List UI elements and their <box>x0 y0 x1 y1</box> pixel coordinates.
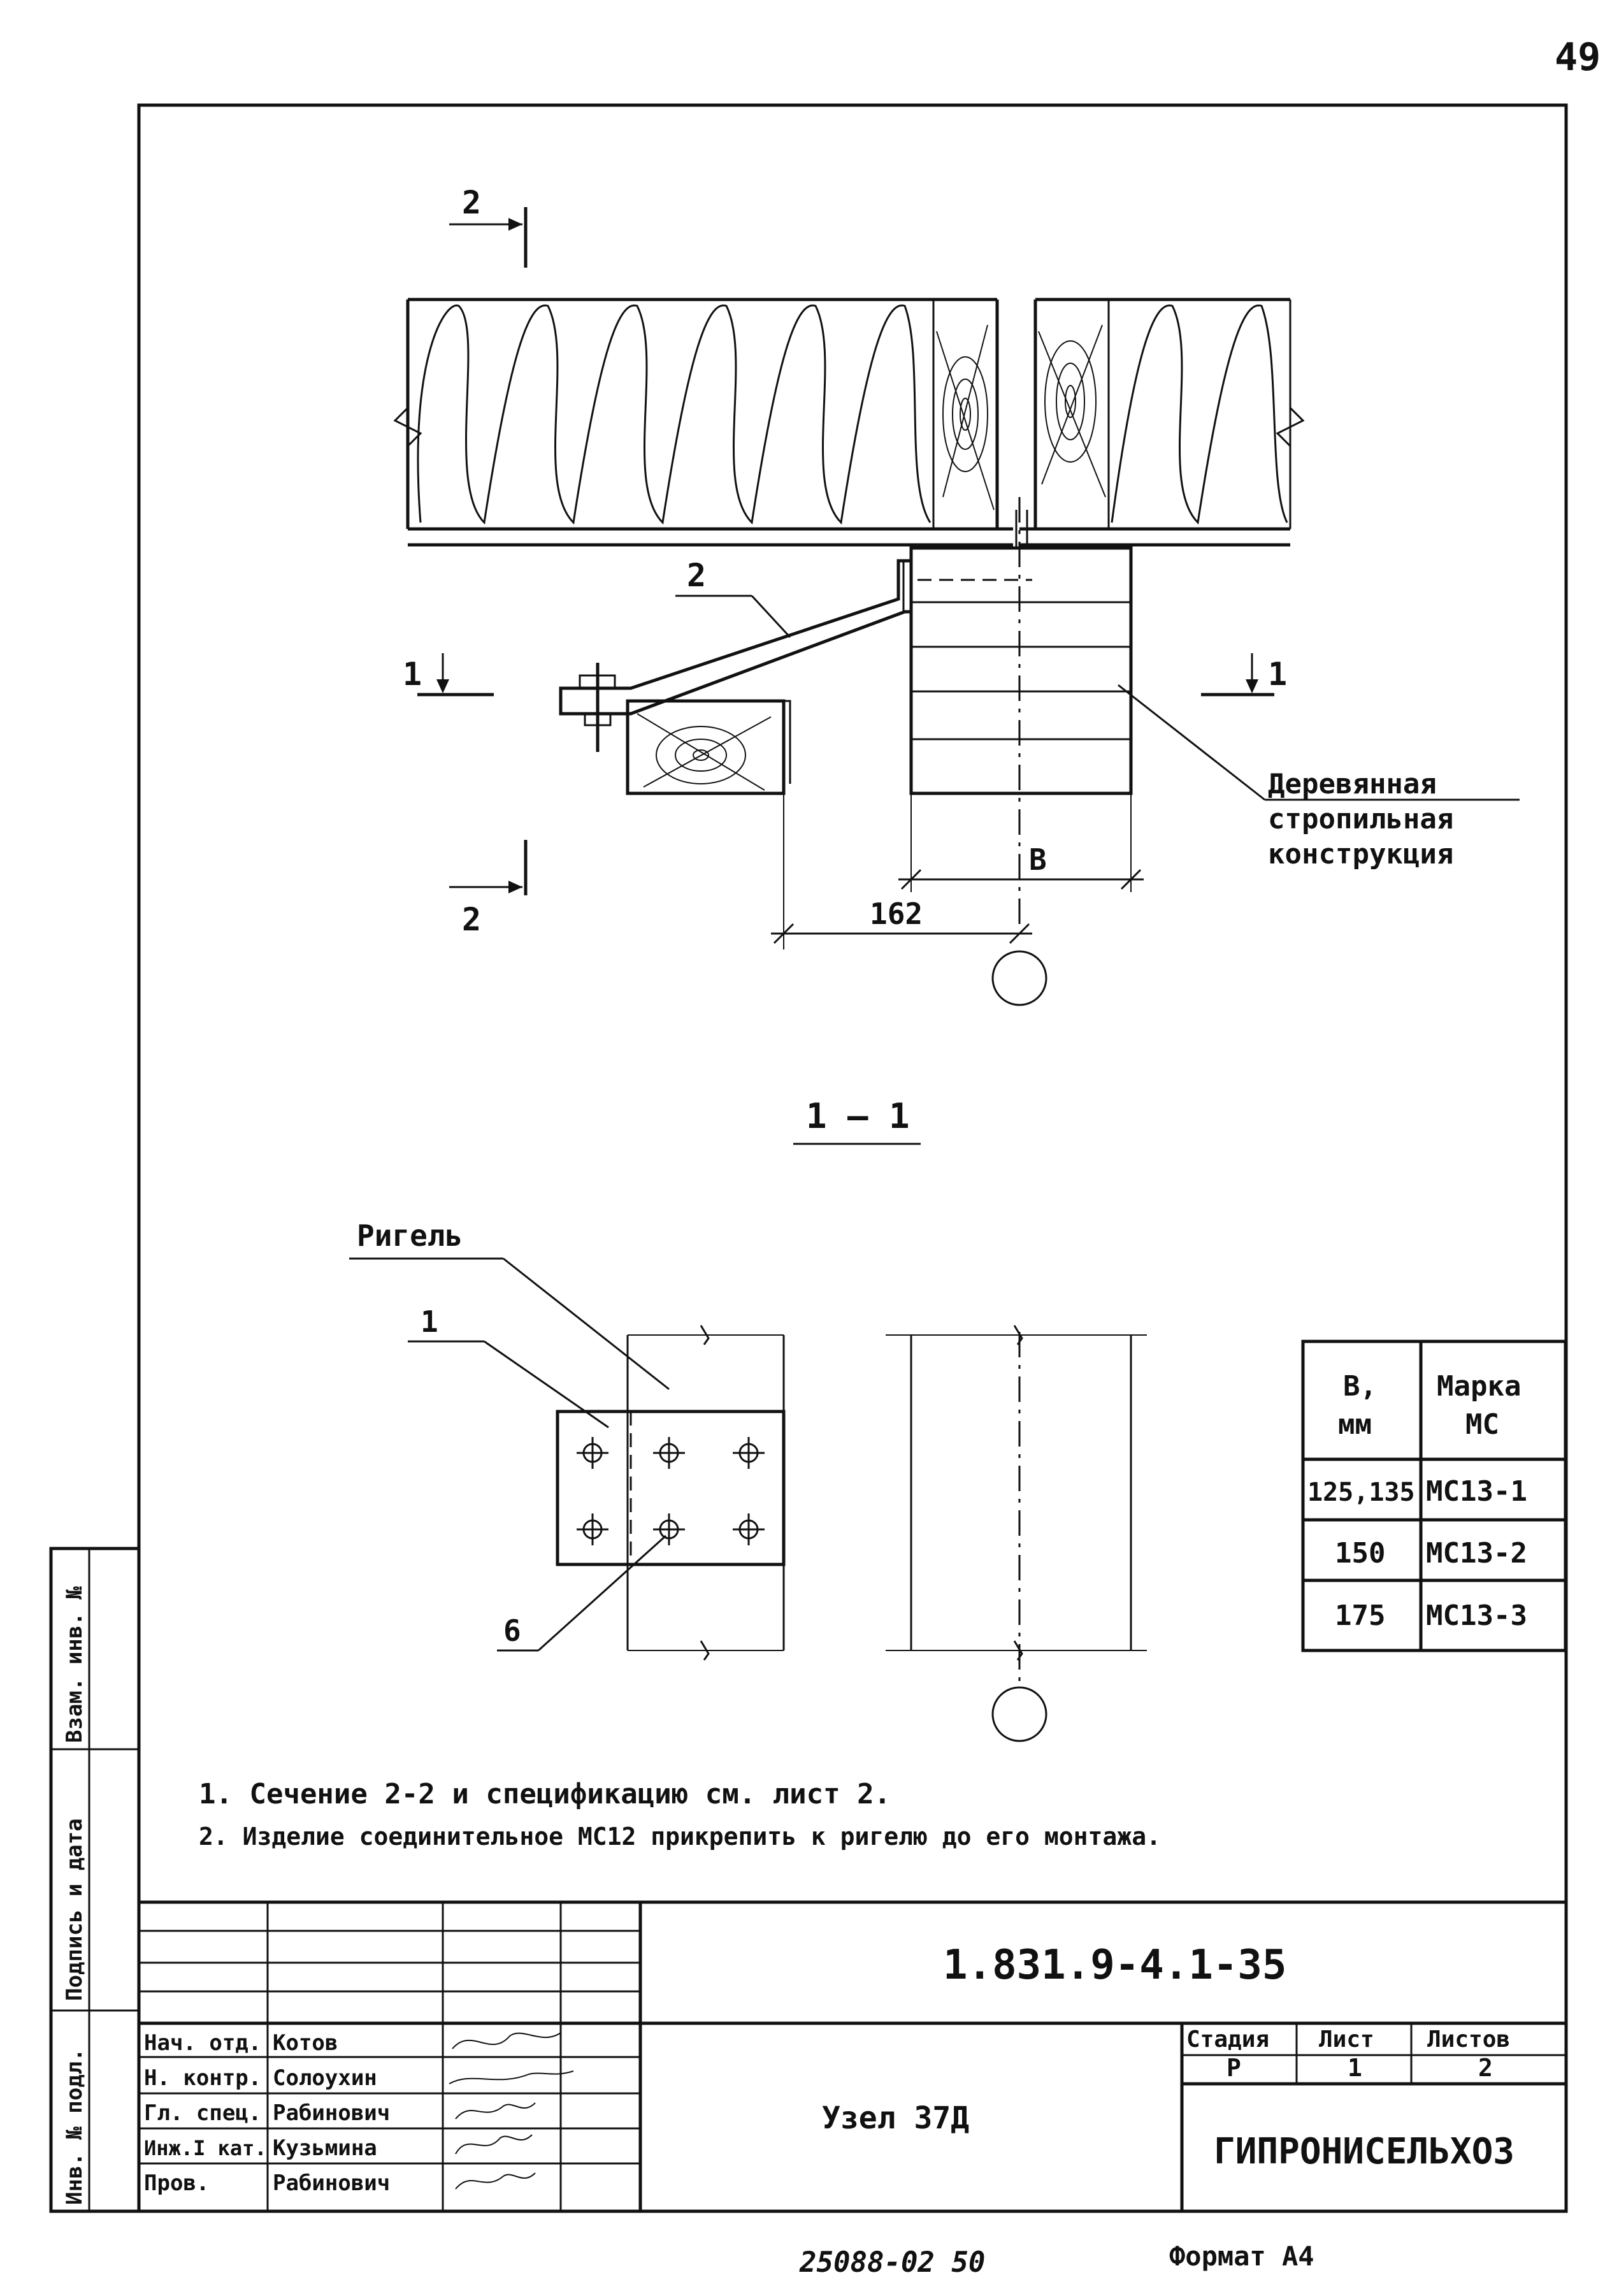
section-mark-right: 1 <box>1201 653 1287 697</box>
organization: ГИПРОНИСЕЛЬХОЗ <box>1214 2131 1515 2172</box>
axis-marker-bottom <box>991 1686 1047 1742</box>
svg-text:Н. контр.: Н. контр. <box>144 2065 261 2091</box>
callout-6: 6 <box>497 1534 667 1652</box>
svg-text:2: 2 <box>462 901 481 938</box>
svg-text:конструкция: конструкция <box>1268 838 1453 870</box>
svg-text:1: 1 <box>403 656 422 693</box>
girder-beam <box>626 699 791 795</box>
svg-text:МС13-3: МС13-3 <box>1426 1599 1527 1632</box>
svg-text:1: 1 <box>421 1304 438 1339</box>
section-mark-top: 2 <box>449 184 528 268</box>
svg-text:Пров.: Пров. <box>144 2170 209 2196</box>
label-wooden-structure: Деревянная стропильная конструкция <box>1118 684 1520 870</box>
callout-2: 2 <box>675 557 791 639</box>
spec-row: 175 <box>1335 1599 1385 1632</box>
svg-text:2: 2 <box>687 557 706 594</box>
svg-text:Взам. инв. №: Взам. инв. № <box>62 1586 87 1743</box>
format-label: Формат А4 <box>1169 2241 1314 2272</box>
svg-text:2: 2 <box>462 184 481 221</box>
side-stamp: Инв. № подл. Подпись и дата Взам. инв. № <box>49 1547 141 2213</box>
svg-text:стропильная: стропильная <box>1268 803 1453 835</box>
dimension-b: B <box>898 790 1144 892</box>
section-1-1-title: 1 – 1 <box>793 1096 921 1145</box>
svg-text:Р: Р <box>1227 2054 1241 2082</box>
axis-marker-top <box>991 950 1047 1006</box>
signature-marks <box>449 2032 574 2190</box>
insulated-roof-panel <box>393 298 1305 548</box>
drawing-title: Узел 37Д <box>822 2100 969 2136</box>
svg-text:Деревянная: Деревянная <box>1268 768 1437 800</box>
svg-text:Стадия: Стадия <box>1186 2026 1269 2053</box>
svg-text:Котов: Котов <box>273 2030 338 2056</box>
note-1: 1. Сечение 2-2 и спецификацию см. лист 2… <box>199 1778 891 1810</box>
spec-header-b: B, <box>1343 1370 1377 1403</box>
svg-text:1: 1 <box>1348 2054 1362 2082</box>
spec-header-mark: Марка <box>1437 1370 1521 1403</box>
svg-text:Подпись и дата: Подпись и дата <box>62 1818 87 2001</box>
callout-1: 1 <box>408 1304 609 1429</box>
svg-text:Инж.I кат.: Инж.I кат. <box>144 2136 267 2160</box>
svg-text:2: 2 <box>1478 2054 1493 2082</box>
svg-text:1 – 1: 1 – 1 <box>806 1096 910 1136</box>
page-number: 49 <box>1555 35 1601 80</box>
svg-text:162: 162 <box>870 897 923 931</box>
svg-text:Ригель: Ригель <box>357 1218 463 1253</box>
plan-girder <box>556 1325 786 1661</box>
svg-text:МС13-1: МС13-1 <box>1426 1475 1527 1508</box>
section-mark-bottom: 2 <box>449 840 528 938</box>
svg-text:Лист: Лист <box>1319 2026 1374 2053</box>
spec-row: 150 <box>1335 1537 1385 1570</box>
dimension-162: 162 <box>771 793 1032 949</box>
title-block: 1.831.9-4.1-35 Узел 37Д Нач. отд. Котов … <box>137 1900 1568 2213</box>
svg-text:Нач. отд.: Нач. отд. <box>144 2030 261 2056</box>
svg-text:Инв. № подл.: Инв. № подл. <box>62 2048 87 2205</box>
section-mark-left: 1 <box>403 653 494 697</box>
svg-text:Солоухин: Солоухин <box>273 2065 377 2091</box>
label-girder: Ригель <box>349 1218 670 1390</box>
inventory-number: 25088-02 50 <box>799 2246 985 2279</box>
svg-text:Гл. спец.: Гл. спец. <box>144 2100 261 2126</box>
svg-text:Рабинович: Рабинович <box>273 2170 390 2196</box>
connection-bracket <box>559 559 913 752</box>
document-code: 1.831.9-4.1-35 <box>943 1942 1286 1989</box>
svg-text:Кузьмина: Кузьмина <box>273 2135 377 2161</box>
svg-text:Листов: Листов <box>1427 2026 1510 2053</box>
svg-text:МС13-2: МС13-2 <box>1426 1537 1527 1570</box>
svg-text:Рабинович: Рабинович <box>273 2100 390 2126</box>
svg-text:1: 1 <box>1268 656 1287 693</box>
note-2: 2. Изделие соединительное МС12 прикрепит… <box>199 1823 1161 1851</box>
svg-text:6: 6 <box>503 1614 521 1648</box>
sheet-frame <box>137 103 1568 2213</box>
spec-table: B, мм Марка МС 125,135 МС13-1 150 МС13-2… <box>1301 1339 1567 1652</box>
plan-rafter <box>886 1325 1147 1682</box>
svg-text:B: B <box>1029 842 1047 877</box>
svg-text:МС: МС <box>1465 1408 1499 1441</box>
svg-text:мм: мм <box>1338 1408 1372 1441</box>
spec-row: 125,135 <box>1307 1478 1415 1507</box>
wooden-rafter <box>909 497 1133 930</box>
